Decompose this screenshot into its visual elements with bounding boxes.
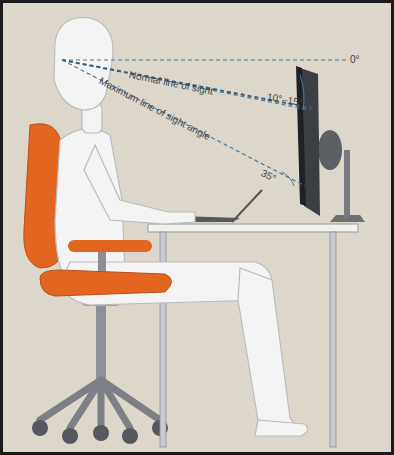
armrest xyxy=(68,240,152,252)
chair-seat xyxy=(40,270,172,296)
person xyxy=(54,18,308,437)
monitor xyxy=(296,66,365,222)
armrest-post xyxy=(98,252,106,272)
angle-label: 0° xyxy=(350,55,360,65)
desk xyxy=(148,224,358,447)
sight-lines xyxy=(62,60,348,186)
document-holder xyxy=(232,190,262,222)
chair-base xyxy=(32,290,168,444)
angle-arc xyxy=(282,172,294,186)
